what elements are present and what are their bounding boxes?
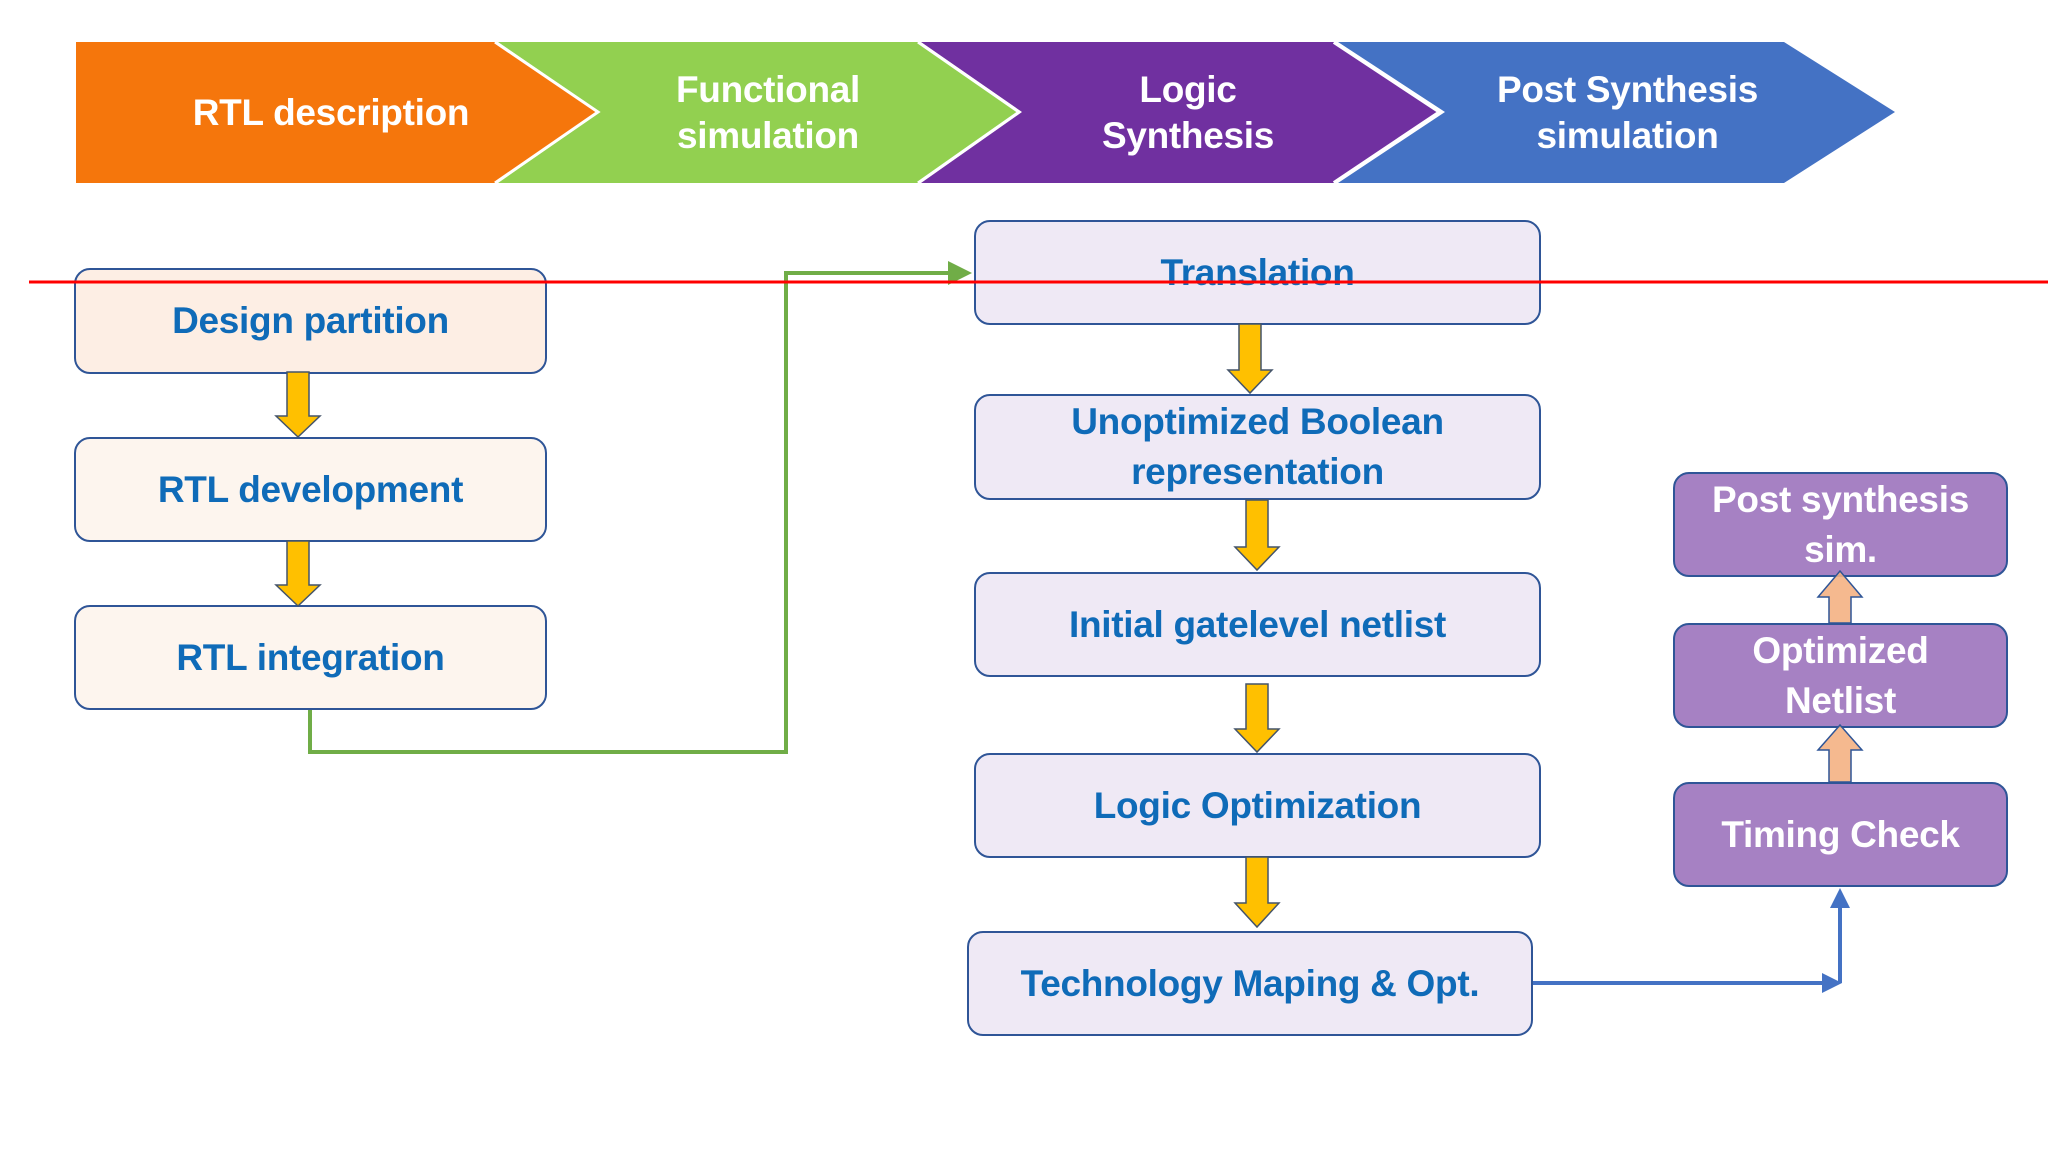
stage-rtl-description: RTL description — [192, 91, 470, 133]
box-unoptimized-boolean-representation: Unoptimized Boolean representation — [974, 394, 1541, 500]
box-technology-mapping: Technology Maping & Opt. — [967, 931, 1533, 1036]
box-rtl-integration: RTL integration — [74, 605, 547, 710]
stage-post-synthesis-simulation: Post Synthesis simulation — [1496, 68, 1759, 156]
stage-functional-simulation: Functional simulation — [675, 68, 861, 156]
box-optimized-netlist: Optimized Netlist — [1673, 623, 2008, 728]
stage-logic-synthesis: Logic Synthesis — [1101, 68, 1275, 156]
stage-logic-synthesis-shape — [921, 42, 1437, 183]
stage-post-synthesis-shape — [1338, 42, 1895, 183]
box-rtl-development: RTL development — [74, 437, 547, 542]
box-logic-optimization: Logic Optimization — [974, 753, 1541, 858]
box-translation: Translation — [974, 220, 1541, 325]
green-connector-rtl-to-translation — [308, 261, 972, 754]
box-timing-check: Timing Check — [1673, 782, 2008, 887]
box-design-partition: Design partition — [74, 268, 547, 374]
stage-functional-simulation-shape — [498, 42, 1019, 183]
box-post-synthesis-sim: Post synthesis sim. — [1673, 472, 2008, 577]
stage-rtl-description-shape — [76, 42, 598, 183]
box-initial-gatelevel-netlist: Initial gatelevel netlist — [974, 572, 1541, 677]
